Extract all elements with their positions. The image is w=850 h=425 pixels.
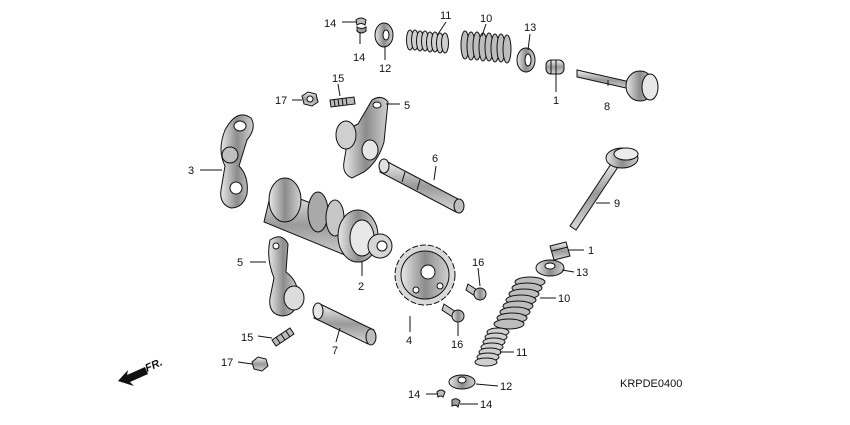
adjusting-screw-upper	[329, 96, 356, 108]
nut-upper	[301, 91, 319, 107]
inner-valve-spring-upper	[406, 29, 449, 54]
diagram-reference-code: KRPDE0400	[620, 378, 682, 390]
callout-2: 2	[358, 281, 364, 293]
callout-11: 11	[516, 347, 527, 359]
inner-valve-spring-lower	[474, 327, 510, 367]
outer-valve-spring-upper	[460, 30, 512, 64]
callout-1: 1	[553, 95, 559, 107]
valve-cotter-upper	[355, 17, 367, 34]
callout-10: 10	[558, 293, 570, 305]
callout-5: 5	[237, 257, 243, 269]
callout-14: 14	[324, 18, 336, 30]
callout-10: 10	[480, 13, 492, 25]
callout-1: 1	[588, 245, 594, 257]
callout-8: 8	[604, 101, 610, 113]
callout-11: 11	[440, 10, 451, 22]
valve-cotter-lower	[436, 389, 461, 409]
front-arrow-icon	[118, 367, 148, 386]
callout-7: 7	[332, 345, 338, 357]
callout-14: 14	[480, 399, 492, 411]
valve-stem-seal-upper	[545, 59, 565, 75]
callout-15: 15	[241, 332, 253, 344]
spring-seat-upper	[516, 47, 536, 73]
sprocket-bolt-lower	[441, 303, 465, 323]
callout-16: 16	[451, 339, 463, 351]
spring-seat-lower	[535, 259, 565, 277]
callout-14: 14	[353, 52, 365, 64]
rocker-arm-shaft-lower	[312, 302, 377, 346]
callout-17: 17	[275, 95, 287, 107]
rocker-arm-lower	[268, 236, 305, 317]
cam-sprocket	[394, 244, 456, 306]
callout-4: 4	[406, 335, 412, 347]
exhaust-valve	[576, 69, 659, 102]
valve-stem-seal-lower	[549, 241, 571, 261]
callout-6: 6	[432, 153, 438, 165]
callout-13: 13	[576, 267, 588, 279]
callout-15: 15	[332, 73, 344, 85]
rocker-arm-holder	[220, 114, 254, 209]
spring-retainer-upper	[374, 22, 394, 48]
callout-5: 5	[404, 100, 410, 112]
callout-3: 3	[188, 165, 194, 177]
intake-valve	[569, 147, 639, 231]
adjusting-screw-lower	[271, 327, 295, 347]
rocker-arm-upper	[335, 96, 389, 179]
callout-17: 17	[221, 357, 233, 369]
callout-9: 9	[614, 198, 620, 210]
callout-12: 12	[500, 381, 512, 393]
nut-lower	[251, 356, 269, 372]
front-indicator-label: FR.	[143, 357, 164, 375]
callout-13: 13	[524, 22, 536, 34]
callout-12: 12	[379, 63, 391, 75]
leader-lines	[200, 21, 610, 405]
outer-valve-spring-lower	[493, 276, 546, 330]
sprocket-bolt-upper	[465, 283, 487, 301]
callout-14: 14	[408, 389, 420, 401]
callout-labels: 14 14 12 11 10 13 1 8 15 17 5 6 3 9 2 1 …	[188, 10, 620, 411]
spring-retainer-lower	[448, 374, 476, 390]
callout-16: 16	[472, 257, 484, 269]
rocker-arm-shaft-upper	[378, 158, 465, 214]
